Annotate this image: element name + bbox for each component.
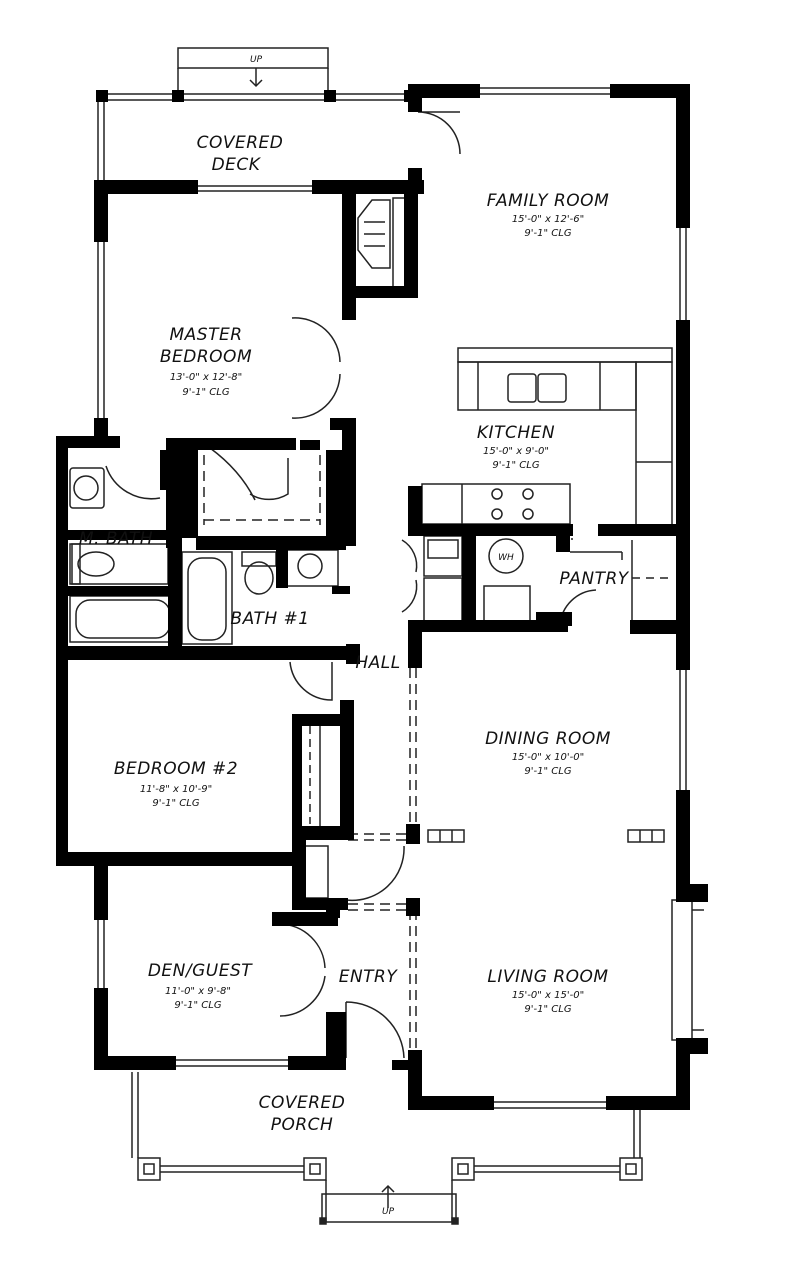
bedroom-2-dims: 11'-8" x 10'-9" (140, 784, 212, 795)
kitchen-counter (457, 347, 673, 533)
family-room-dims: 15'-0" x 12'-6" (512, 214, 584, 225)
living-room-ceiling: 9'-1" CLG (524, 1004, 571, 1015)
hall-name: HALL (355, 653, 400, 673)
master-bedroom-name-2: BEDROOM (160, 347, 252, 367)
dining-room-name: DINING ROOM (485, 729, 611, 749)
pantry-name: PANTRY (559, 569, 629, 589)
living-room-name: LIVING ROOM (487, 967, 608, 987)
kitchen-dims: 15'-0" x 9'-0" (483, 446, 549, 457)
kitchen-ceiling: 9'-1" CLG (492, 460, 539, 471)
family-room-ceiling: 9'-1" CLG (524, 228, 571, 239)
dining-room-ceiling: 9'-1" CLG (524, 766, 571, 777)
den-guest-dims: 11'-0" x 9'-8" (165, 986, 231, 997)
deck-railing (97, 93, 410, 185)
dining-room-dims: 15'-0" x 10'-0" (512, 752, 584, 763)
den-guest-ceiling: 9'-1" CLG (174, 1000, 221, 1011)
front-door (345, 1001, 405, 1059)
kitchen-sink (507, 373, 537, 403)
entry-name: ENTRY (339, 967, 399, 987)
laundry (401, 535, 463, 623)
m-bath-fixtures (69, 465, 177, 643)
water-heater (488, 538, 524, 574)
m-bath-name: M. BATH (79, 529, 153, 549)
bath-1-fixtures (181, 549, 339, 645)
columns-left (427, 829, 465, 843)
deck-stairs (177, 47, 329, 90)
den-door (279, 923, 326, 1017)
master-bedroom-ceiling: 9'-1" CLG (182, 387, 229, 398)
coat-closet-door (345, 845, 405, 902)
closet-door-swing (209, 447, 256, 501)
bedroom-2-name: BEDROOM #2 (114, 759, 238, 779)
bedroom-2-ceiling: 9'-1" CLG (152, 798, 199, 809)
m-bath-door (105, 465, 161, 500)
master-bedroom-dims: 13'-0" x 12'-8" (170, 372, 242, 383)
bedroom-2-door (289, 661, 333, 701)
bath-1-name: BATH #1 (230, 609, 309, 629)
porch-stairs (319, 1180, 459, 1225)
living-room-dims: 15'-0" x 15'-0" (512, 990, 584, 1001)
porch-posts (137, 1157, 643, 1181)
fireplace (357, 197, 410, 289)
laundry-cabinet (483, 585, 531, 623)
master-bedroom-name-1: MASTER (169, 325, 242, 345)
bay-window (671, 899, 693, 1041)
covered-porch-label-2: PORCH (271, 1115, 334, 1135)
kitchen-name: KITCHEN (477, 423, 555, 443)
coat-closet (348, 833, 417, 1060)
family-room-name: FAMILY ROOM (487, 191, 609, 211)
porch-railing (131, 1072, 641, 1173)
kitchen-range (421, 483, 571, 525)
windows (57, 87, 687, 1109)
deck-door-swing (417, 111, 461, 155)
covered-deck-label-1: COVERED (197, 133, 284, 153)
porch-stairs-label: UP (382, 1207, 395, 1217)
walls (56, 84, 708, 1110)
closet-door (249, 458, 289, 501)
water-heater-label: WH (498, 553, 514, 563)
closet-rods (203, 455, 321, 525)
labels: UP COVERED DECK FAMILY ROOM 15'-0" x 12'… (79, 55, 629, 1217)
covered-porch-label-1: COVERED (259, 1093, 346, 1113)
deck-stairs-label: UP (250, 55, 263, 65)
columns-right (627, 829, 665, 843)
covered-deck-label-2: DECK (212, 155, 262, 175)
master-bedroom-door (291, 317, 341, 419)
den-guest-name: DEN/GUEST (148, 961, 253, 981)
